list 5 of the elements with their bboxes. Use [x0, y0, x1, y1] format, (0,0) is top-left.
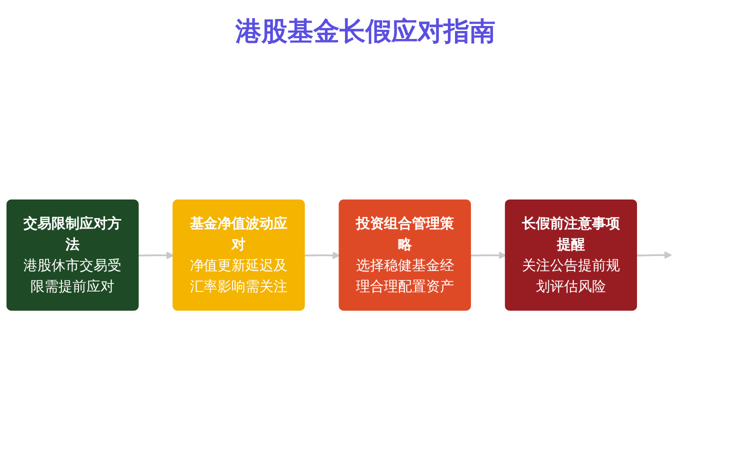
- arrow: [470, 251, 506, 260]
- arrow: [636, 251, 672, 259]
- title: 港股基金长假应对指南: [234, 16, 496, 49]
- arrow: [304, 251, 340, 260]
- arrow: [138, 251, 174, 260]
